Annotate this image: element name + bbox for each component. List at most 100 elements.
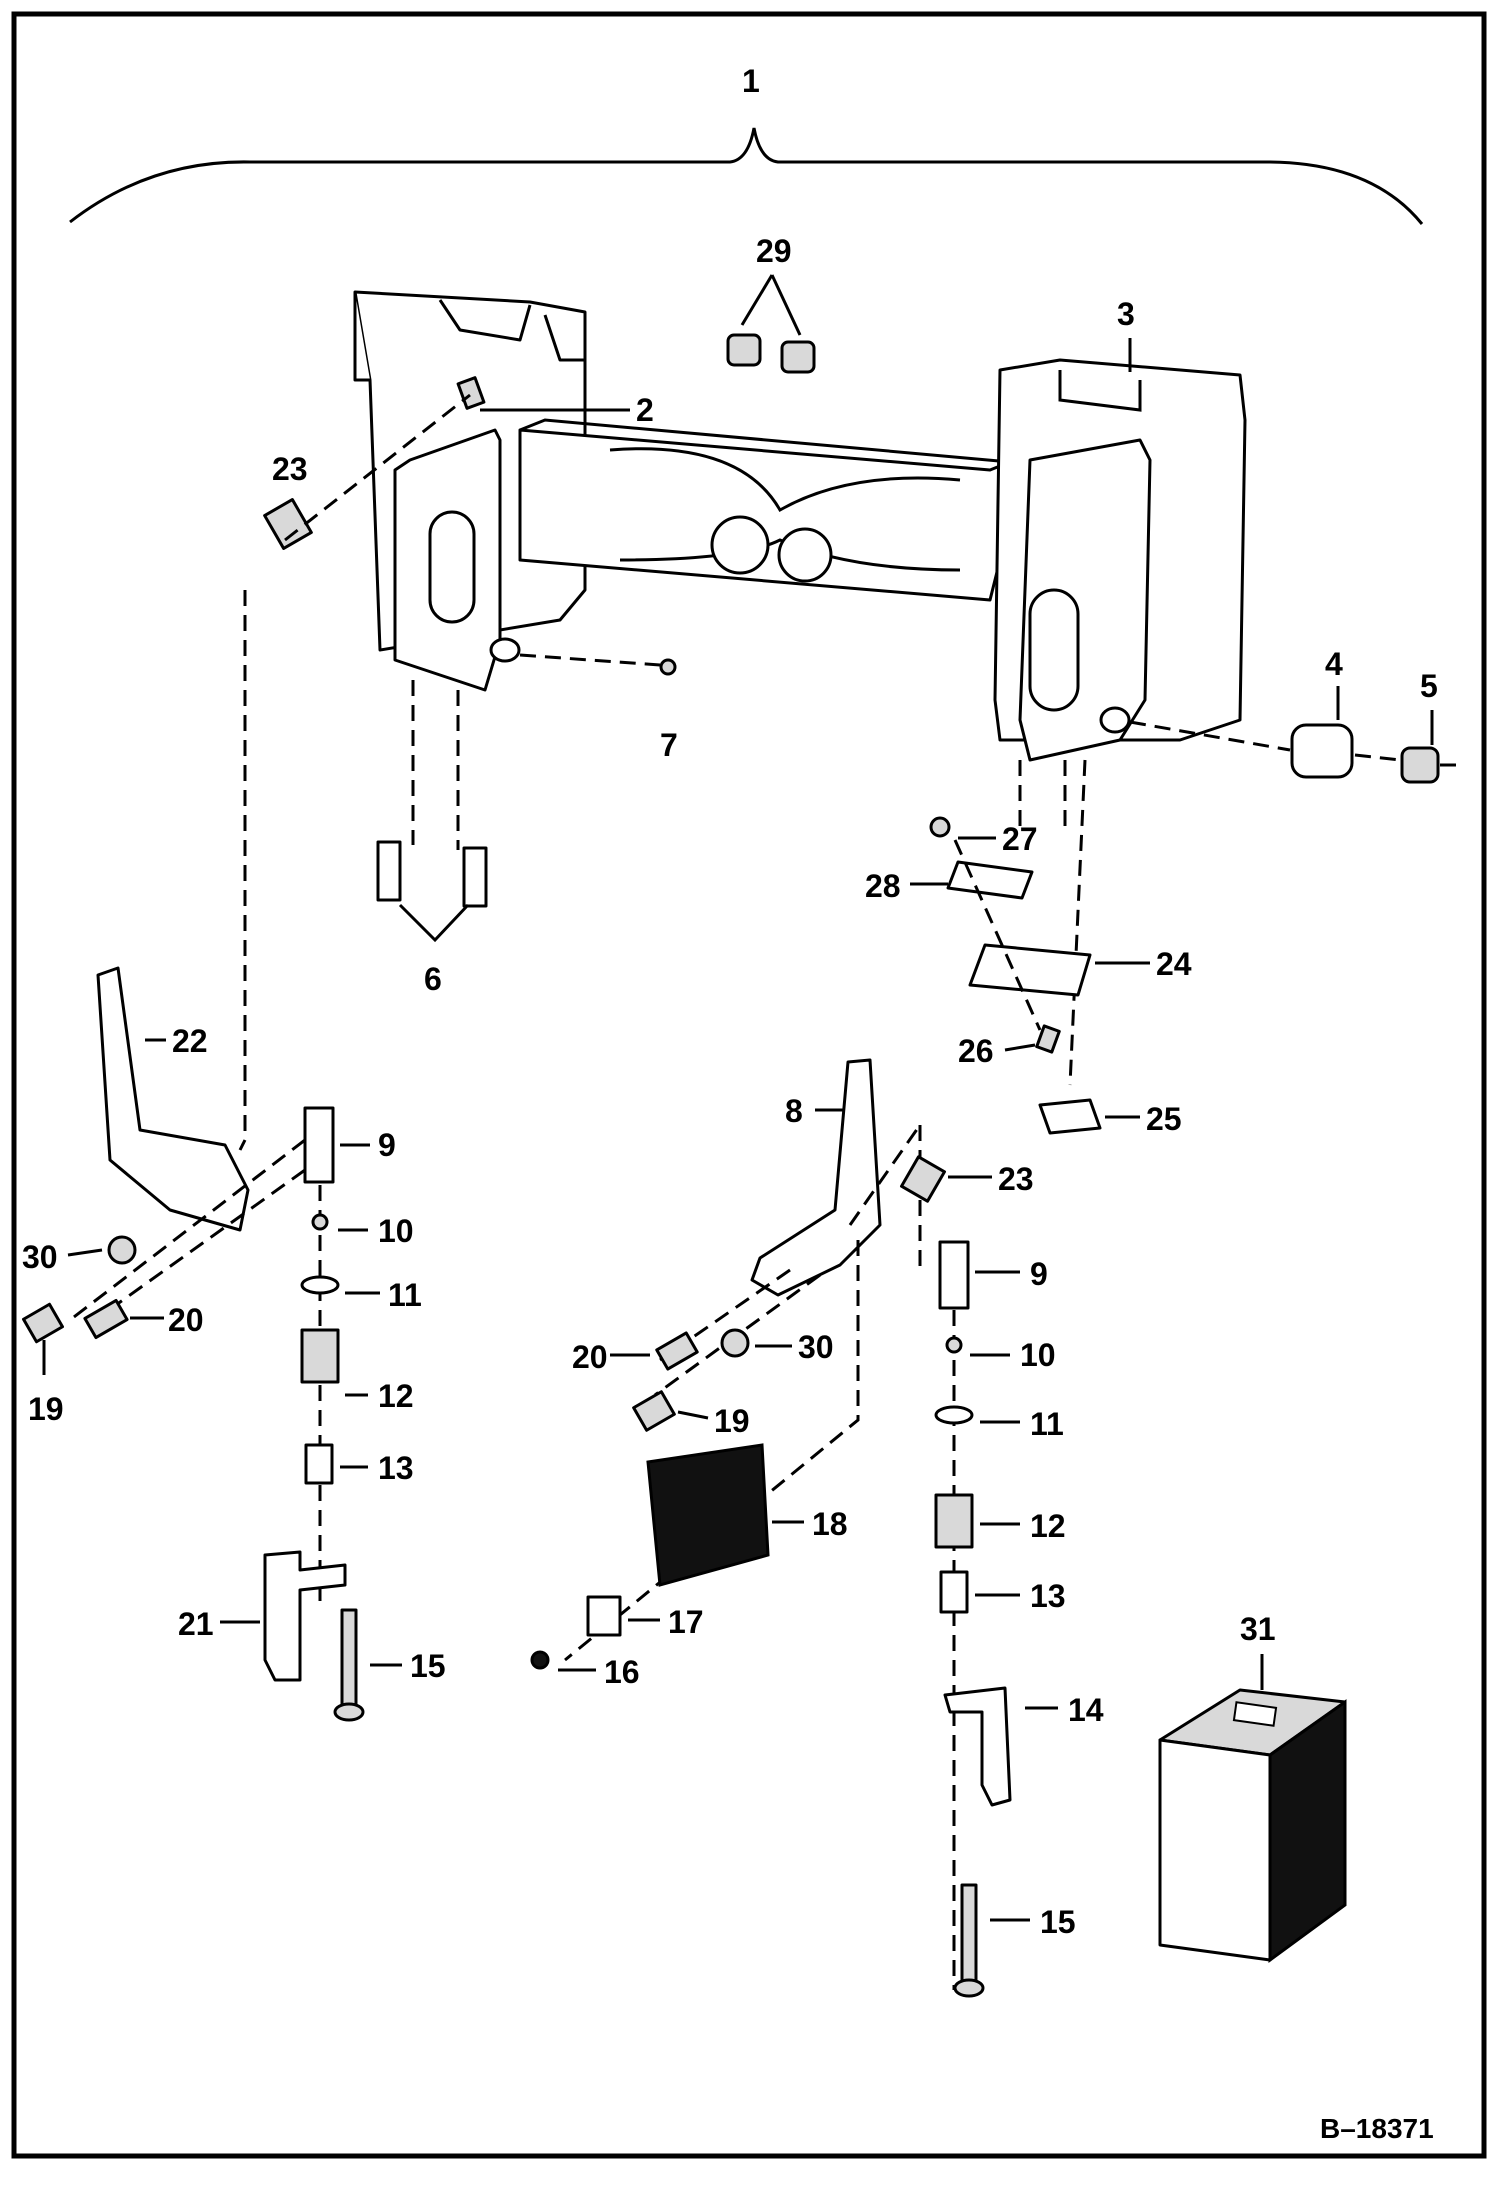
pad-25: [1038, 1098, 1102, 1135]
nut-27: [929, 816, 951, 838]
callout-18: 18: [812, 1506, 848, 1542]
leader-29b: [770, 274, 802, 336]
dash-25: [1068, 759, 1087, 1086]
kit-box-side: [1268, 1699, 1347, 1963]
leader-19-right: [677, 1410, 709, 1420]
bolt-19-left: [22, 1302, 64, 1344]
bolt-20-right: [655, 1331, 699, 1371]
callout-8: 8: [785, 1093, 803, 1129]
items-24-28: 27 28 24 26 25: [865, 759, 1192, 1137]
callout-1: 1: [742, 63, 760, 99]
callout-5: 5: [1420, 668, 1438, 704]
latch-21: [263, 1550, 347, 1682]
callout-11-left: 11: [388, 1277, 422, 1313]
cross-tube-strap-lower: [619, 538, 961, 572]
clip-6b: [462, 846, 488, 908]
right-slot: [1028, 588, 1080, 712]
cross-tube-top: [519, 418, 1011, 464]
callout-3: 3: [1117, 296, 1135, 332]
decal-18: [646, 1443, 770, 1587]
spring-23-right: [900, 1155, 946, 1203]
left-flange: [438, 299, 532, 342]
callout-15-right: 15: [1040, 1904, 1076, 1940]
washer-30-left: [107, 1235, 137, 1265]
dash-5: [1354, 753, 1401, 762]
leader-6: [398, 903, 470, 943]
callout-30-left: 30: [22, 1239, 58, 1275]
callout-27: 27: [1002, 821, 1038, 857]
callout-23-left: 23: [272, 451, 308, 487]
callout-30-right: 30: [798, 1329, 834, 1365]
rivet-16: [530, 1650, 550, 1670]
left-upright-edge: [353, 292, 370, 382]
callout-9-right: 9: [1030, 1256, 1048, 1292]
callout-6: 6: [424, 961, 442, 997]
callout-12-right: 12: [1030, 1508, 1066, 1544]
callout-19-left: 19: [28, 1391, 64, 1427]
bolt-15-right: [960, 1883, 978, 1987]
left-flange-2: [543, 314, 585, 362]
kit-box-label: [1232, 1701, 1278, 1727]
callout-28: 28: [865, 868, 901, 904]
lever-8: [750, 1058, 882, 1297]
tube-boss-right: [777, 527, 833, 583]
right-lever-group: 8 23 9 10 11 12 13 14 15: [530, 1058, 1104, 1998]
washer-11-left: [300, 1275, 340, 1295]
dash-24: [953, 839, 1042, 1031]
block-9-left: [303, 1106, 335, 1184]
callout-25: 25: [1146, 1101, 1182, 1137]
bolt-19-right: [632, 1390, 676, 1432]
spring-12-left: [300, 1328, 340, 1384]
right-flange: [1058, 370, 1142, 412]
leader-26: [1004, 1043, 1036, 1052]
callout-9-left: 9: [378, 1127, 396, 1163]
callout-17: 17: [668, 1604, 704, 1640]
leader-30-left: [67, 1248, 103, 1257]
washer-11-right: [934, 1405, 974, 1425]
washer-30-right: [720, 1328, 750, 1358]
left-pivot-hole: [489, 637, 521, 663]
left-slot: [428, 510, 476, 624]
callout-21: 21: [178, 1606, 214, 1642]
drawing-number: B–18371: [1320, 2113, 1434, 2144]
callout-11-right: 11: [1030, 1406, 1064, 1442]
dash-20: [94, 1168, 306, 1322]
lever-22: [96, 966, 250, 1232]
plate-24: [968, 943, 1092, 997]
nut-10-left: [311, 1213, 329, 1231]
callout-22: 22: [172, 1023, 208, 1059]
spring-12-right: [934, 1493, 974, 1549]
kit-box-front: [1158, 1738, 1272, 1962]
tube-boss-left: [710, 515, 770, 575]
callout-20-right: 20: [572, 1339, 608, 1375]
callout-2: 2: [636, 392, 654, 428]
cap-29a: [726, 333, 762, 367]
dash-22: [238, 1139, 247, 1151]
clip-17: [586, 1595, 622, 1637]
callout-15-left: 15: [410, 1648, 446, 1684]
bolt-20-left: [83, 1298, 129, 1340]
bolt-15-left-head: [333, 1702, 365, 1722]
spring-23-left: [263, 498, 313, 550]
item-23-left: 23: [243, 393, 471, 1140]
assembly-brace: [69, 127, 1424, 225]
bolt-26: [1035, 1024, 1061, 1054]
callout-29: 29: [756, 233, 792, 269]
dash-7: [519, 653, 661, 667]
callout-20-left: 20: [168, 1302, 204, 1338]
bushing-13-left: [304, 1443, 334, 1485]
right-pivot-hole: [1099, 706, 1131, 734]
callout-16: 16: [604, 1654, 640, 1690]
item-6-clips: 6: [376, 680, 488, 997]
clip-6a: [376, 840, 402, 902]
bushing-4: [1290, 723, 1354, 779]
callout-12-left: 12: [378, 1378, 414, 1414]
bushing-5: [1400, 746, 1440, 784]
item-31-kit: 31: [1158, 1611, 1347, 1963]
callout-24: 24: [1156, 946, 1192, 982]
callout-10-left: 10: [378, 1213, 414, 1249]
callout-19-right: 19: [714, 1403, 750, 1439]
callout-7: 7: [660, 727, 678, 763]
dash-8-23: [848, 1124, 922, 1226]
